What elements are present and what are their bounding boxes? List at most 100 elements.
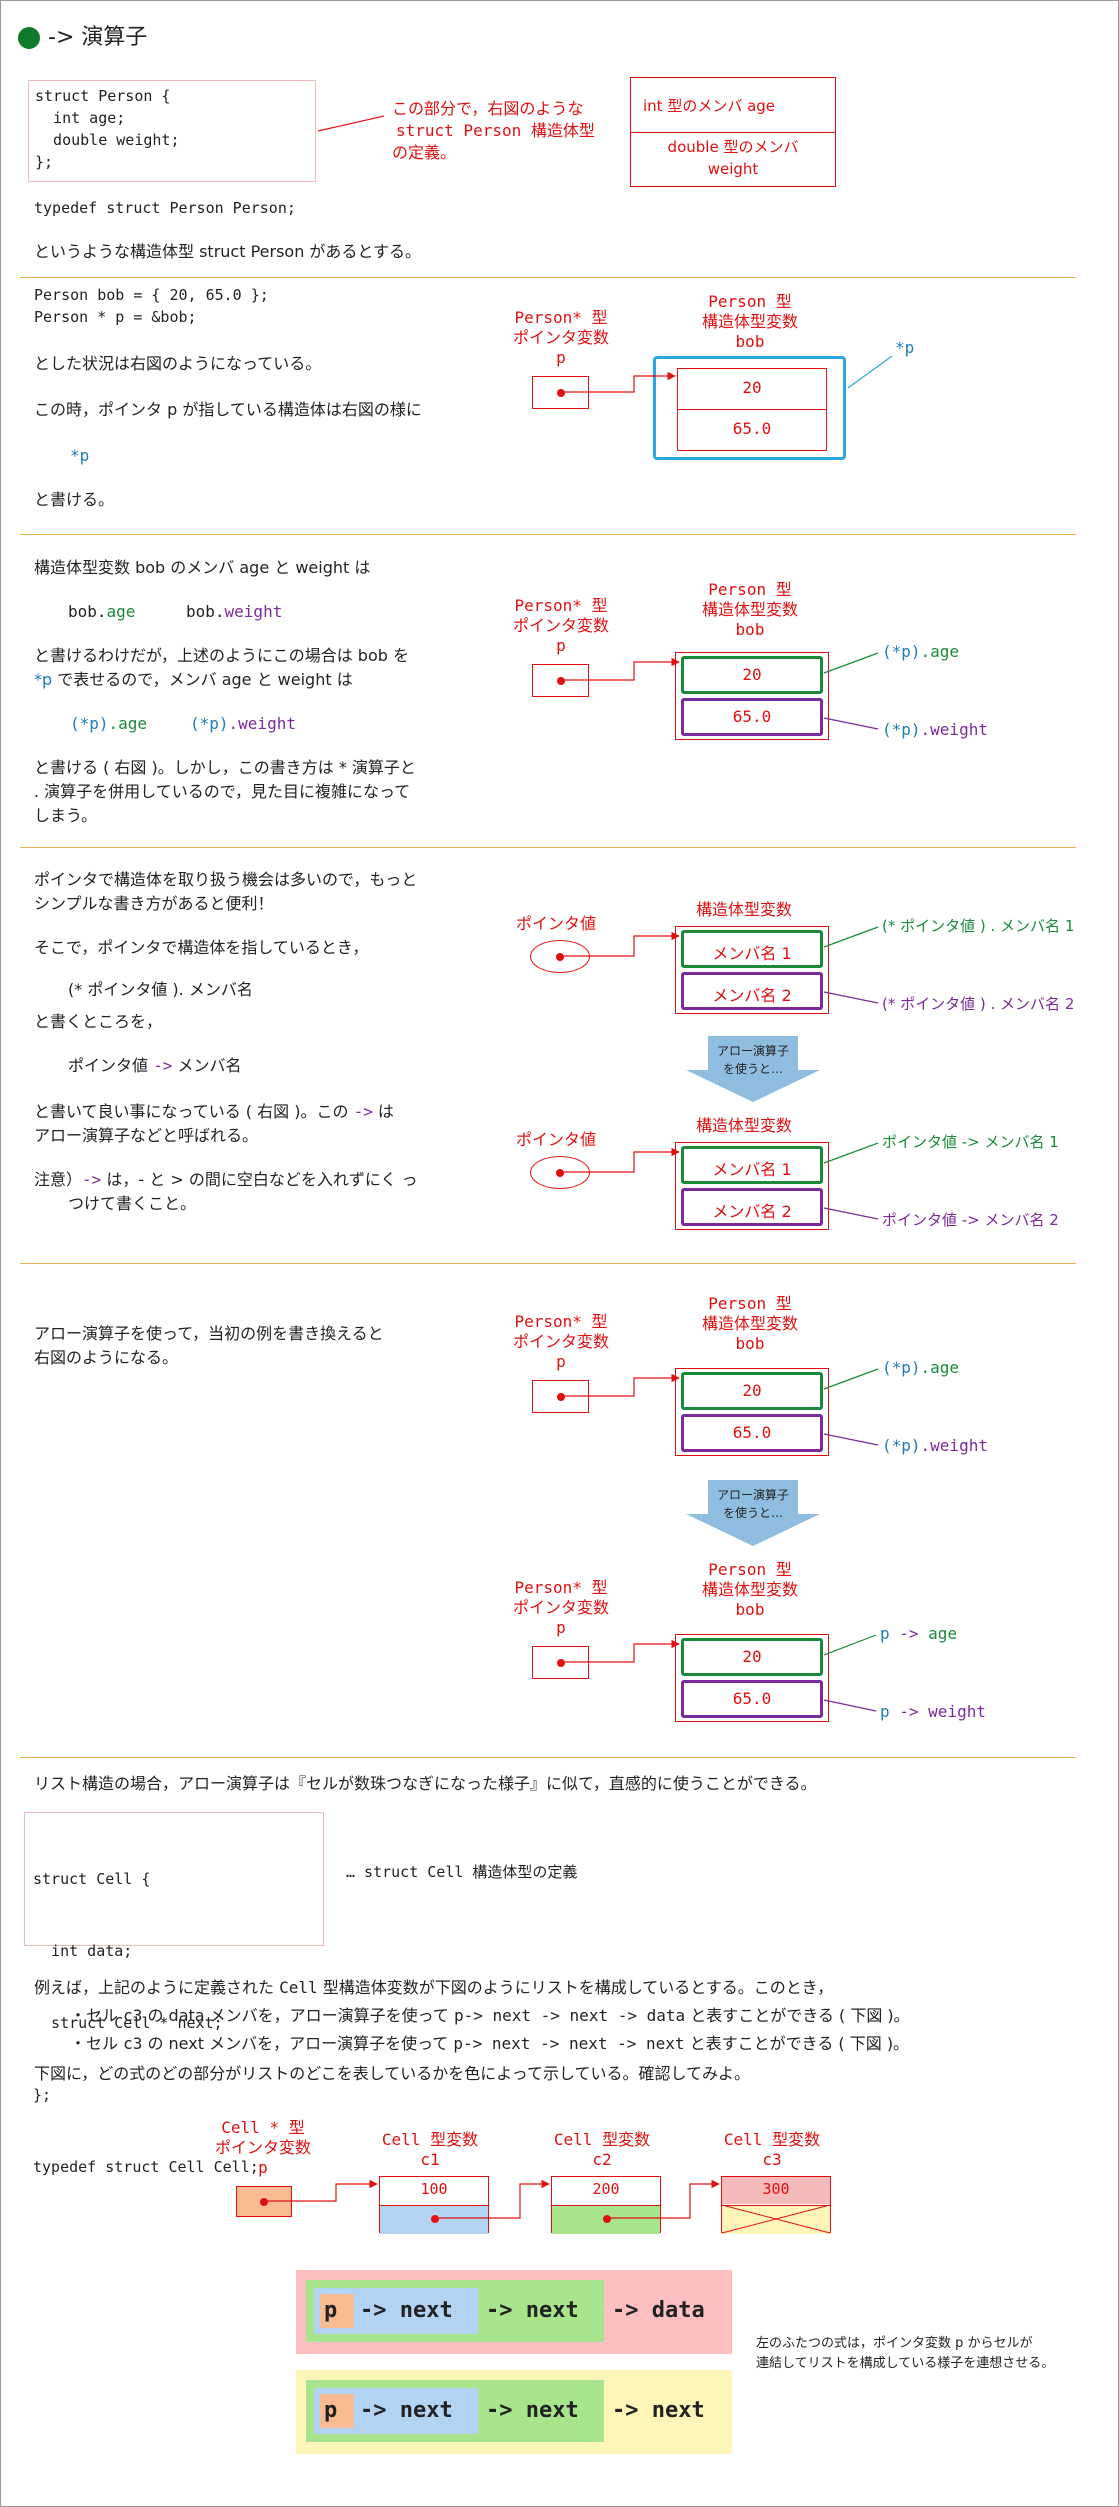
s3-line1: 構造体型変数 bob のメンバ age と weight は <box>34 558 371 577</box>
label-age: (*p).age <box>882 1358 960 1377</box>
label-member2: (* ポインタ値 ) . メンバ名 2 <box>882 995 1075 1013</box>
pointer-p-box <box>532 376 589 409</box>
s6-e3: ・セル c3 の next メンバを，アロー演算子を使って p-> next -… <box>70 2034 910 2053</box>
side-note: 左のふたつの式は，ポインタ変数 p からセルが連結してリストを構成している様子を… <box>756 2336 1055 2371</box>
pointer-ellipse <box>530 1156 590 1189</box>
s4-line4: と書いて良い事になっている ( 右図 )。この -> は <box>34 1102 394 1121</box>
cell-code-note: … struct Cell 構造体型の定義 <box>346 1863 578 1881</box>
weight-cell: 65.0 <box>681 1414 823 1452</box>
s3-line3b: . 演算子を併用しているので，見た目に複雑になって <box>34 782 411 801</box>
age-cell: 20 <box>681 656 823 694</box>
pointer-p-box <box>532 1646 589 1679</box>
s4-line1b: シンプルな書き方があると便利！ <box>34 894 274 913</box>
arrow-down-icon: アロー演算子を使うと… <box>686 1036 820 1102</box>
expr1-a1: -> next <box>360 2298 453 2323</box>
struct-outline <box>675 926 829 1014</box>
code-line: typedef struct Cell Cell; <box>33 2158 259 2176</box>
struct-outline <box>675 1634 829 1722</box>
label-arrow-member2: ポインタ値 -> メンバ名 2 <box>882 1211 1059 1229</box>
expr2-a3: -> next <box>612 2398 705 2423</box>
struct-code-box: struct Person { int age; double weight; … <box>28 80 316 182</box>
ptr-value-label: ポインタ値 <box>516 1130 597 1149</box>
form1: (* ポインタ値 ). メンバ名 <box>68 980 253 999</box>
struct-outline <box>675 1142 829 1230</box>
expr2-a1: -> next <box>360 2398 453 2423</box>
expr1-p: p <box>324 2298 338 2323</box>
pointer-ellipse <box>530 940 590 973</box>
member2-cell: メンバ名 2 <box>681 1188 823 1226</box>
null-cross-icon <box>721 2204 831 2234</box>
s6-e2: ・セル c3 の data メンバを，アロー演算子を使って p-> next -… <box>70 2006 910 2025</box>
label-member1: (* ポインタ値 ) . メンバ名 1 <box>882 917 1075 935</box>
weight-cell: 65.0 <box>681 1680 823 1718</box>
s5-line1: アロー演算子を使って，当初の例を書き換えると <box>34 1324 384 1343</box>
divider <box>20 534 1076 535</box>
expr2-a2: -> next <box>486 2398 579 2423</box>
code-line: int data; <box>33 1942 133 1960</box>
s3-line3a: と書ける ( 右図 )。しかし，この書き方は * 演算子と <box>34 758 416 777</box>
label-arrow-weight: p -> weight <box>880 1702 986 1721</box>
code-line: struct Person { <box>35 87 171 105</box>
s4-line2: そこで，ポインタで構造体を指しているとき， <box>34 938 369 957</box>
form2: ポインタ値 -> メンバ名 <box>68 1056 242 1075</box>
weight-cell: 65.0 <box>681 698 823 736</box>
label-arrow-age: p -> age <box>880 1624 958 1643</box>
expr-highlight-orange <box>320 2394 354 2428</box>
label-weight: (*p).weight <box>882 720 988 739</box>
s2-line2: この時，ポインタ p が指している構造体は右図の様に <box>34 400 422 419</box>
s6-e4: 下図に，どの式のどの部分がリストのどこを表しているかを色によって示している。確認… <box>34 2064 751 2083</box>
s6-intro: リスト構造の場合，アロー演算子は『セルが数珠つなぎになった様子』に似て，直感的に… <box>34 1774 817 1793</box>
weight-cell: 65.0 <box>677 409 827 451</box>
ptr-value-label: ポインタ値 <box>516 914 597 933</box>
code-line: struct Cell * next; <box>33 2014 223 2032</box>
bob-age: bob.age <box>68 602 136 621</box>
page-title: -> 演算子 <box>48 25 148 50</box>
struct-var-label: 構造体型変数 <box>696 1116 793 1135</box>
member-age: int 型のメンバ age <box>643 97 776 115</box>
struct-note: この部分で，右図のような struct Person 構造体型 の定義。 <box>392 99 595 162</box>
divider <box>20 1757 1076 1758</box>
divider <box>20 847 1076 848</box>
member2-cell: メンバ名 2 <box>681 972 823 1010</box>
age-cell: 20 <box>677 368 827 410</box>
typedef-line: typedef struct Person Person; <box>34 199 296 217</box>
s6-e1: 例えば，上記のように定義された Cell 型構造体変数が下図のようにリストを構成… <box>34 1978 834 1997</box>
struct-outline <box>675 652 829 740</box>
code-line: double weight; <box>35 131 180 149</box>
divider <box>20 277 1076 278</box>
label-age: (*p).age <box>882 642 960 661</box>
label-weight: (*p).weight <box>882 1436 988 1455</box>
code-line: struct Cell { <box>33 1870 151 1888</box>
divider <box>20 1263 1076 1264</box>
code-line: int age; <box>35 109 126 127</box>
bob-code: Person bob = { 20, 65.0 };Person * p = &… <box>34 286 269 326</box>
member1-cell: メンバ名 1 <box>681 930 823 968</box>
s5-line2: 右図のようになる。 <box>34 1348 179 1367</box>
cell-code-box: struct Cell { int data; struct Cell * ne… <box>24 1812 324 2176</box>
deref-expr: *p <box>70 446 90 465</box>
pointer-p-box <box>532 1380 589 1413</box>
expr1-a3: -> data <box>612 2298 705 2323</box>
struct-var-label: 構造体型変数 <box>696 900 793 919</box>
expr1-a2: -> next <box>486 2298 579 2323</box>
s4-line3: と書くところを， <box>34 1012 163 1031</box>
p-age: (*p).age <box>70 714 148 733</box>
struct-outline <box>675 1368 829 1456</box>
p-weight: (*p).weight <box>190 714 296 733</box>
s4-note2: つけて書くこと。 <box>68 1194 197 1213</box>
s3-line3c: しまう。 <box>34 806 98 825</box>
s2-line1: とした状況は右図のようになっている。 <box>34 354 322 373</box>
member1-cell: メンバ名 1 <box>681 1146 823 1184</box>
